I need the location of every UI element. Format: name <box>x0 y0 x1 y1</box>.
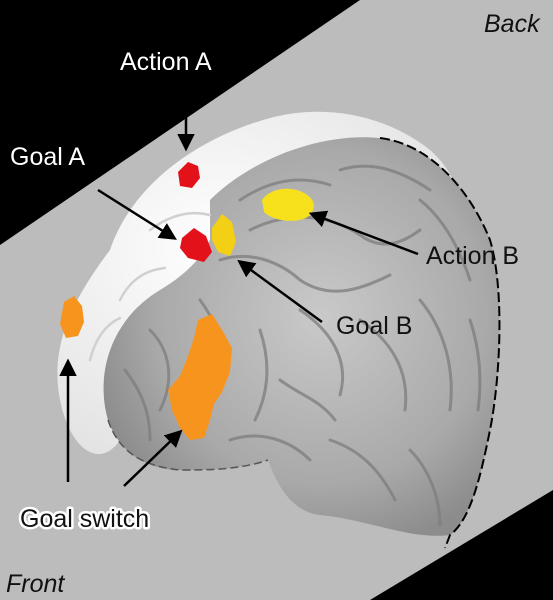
label-action-b: Action B <box>426 242 519 270</box>
corner-bottom-right <box>370 490 553 600</box>
action-b-blob <box>262 188 314 221</box>
arrow-goal-switch-lateral <box>123 429 183 487</box>
brain-outline <box>379 137 501 549</box>
label-front: Front <box>6 570 65 598</box>
label-back: Back <box>484 10 541 38</box>
label-goal-b: Goal B <box>336 312 412 340</box>
label-goal-a: Goal A <box>10 143 85 171</box>
goal-b-blob <box>212 214 236 256</box>
brain-outline-bottom <box>107 419 269 471</box>
label-action-a: Action A <box>120 48 212 76</box>
arrow-goal-b <box>237 259 323 324</box>
arrow-goal-a <box>97 188 177 240</box>
corner-top-left <box>0 0 360 245</box>
arrow-action-b <box>308 210 419 256</box>
goal-switch-blob <box>168 314 232 440</box>
gyri-texture <box>123 164 482 527</box>
goal-switch-medial-blob <box>60 296 84 338</box>
goal-a-blob <box>180 228 212 262</box>
label-goal-switch: Goal switch <box>20 505 149 533</box>
action-a-blob <box>178 162 200 188</box>
